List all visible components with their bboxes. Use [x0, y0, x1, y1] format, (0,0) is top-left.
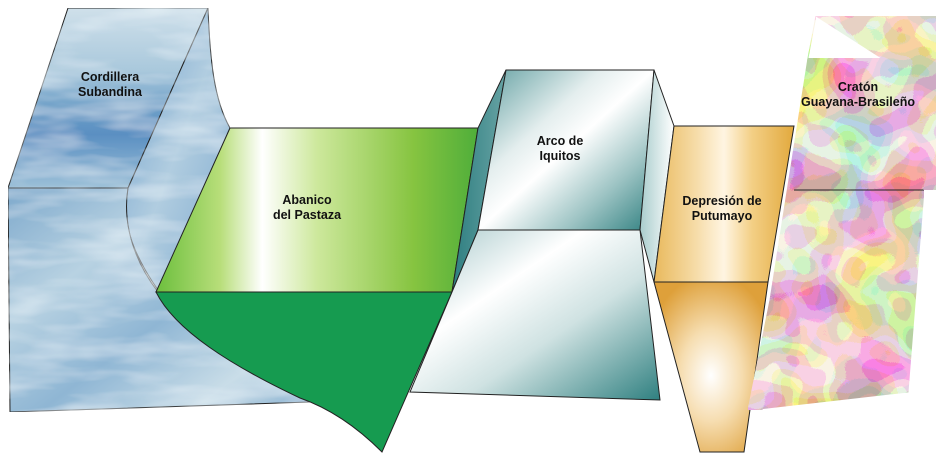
label-depresion-line2: Putumayo — [691, 209, 753, 223]
label-cordillera-subandina: Cordillera Subandina — [78, 70, 142, 100]
craton-right-face — [905, 19, 936, 191]
arco-block — [409, 69, 675, 401]
label-abanico-line1: Abanico — [282, 193, 332, 207]
cordillera-block — [7, 7, 311, 413]
label-craton-line2: Guayana-Brasileño — [801, 95, 915, 109]
label-cordillera-line1: Cordillera — [80, 70, 140, 84]
label-craton-line1: Cratón — [837, 80, 879, 94]
label-arco-line2: Iquitos — [539, 149, 581, 163]
label-depresion-line1: Depresión de — [682, 194, 762, 208]
abanico-front-face — [155, 291, 453, 453]
abanico-block — [155, 127, 479, 453]
label-cordillera-line2: Subandina — [78, 85, 142, 99]
label-arco-de-iquitos: Arco de Iquitos — [537, 134, 584, 164]
arco-front-face — [409, 229, 661, 401]
label-arco-line1: Arco de — [536, 134, 584, 148]
label-craton-guayana-brasileno: Cratón Guayana-Brasileño — [801, 80, 915, 110]
label-depresion-de-putumayo: Depresión de Putumayo — [682, 194, 761, 224]
craton-block — [747, 15, 936, 411]
depresion-block — [653, 125, 795, 453]
label-abanico-del-pastaza: Abanico del Pastaza — [273, 193, 341, 223]
label-abanico-line2: del Pastaza — [272, 208, 342, 222]
depresion-front-face — [653, 281, 769, 453]
